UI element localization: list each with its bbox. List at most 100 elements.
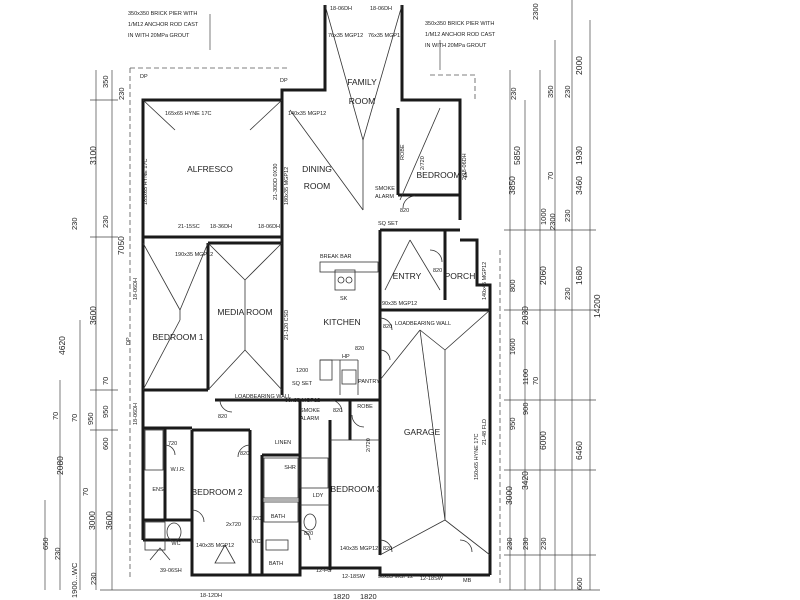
label-robe-b4: ROBE	[400, 144, 406, 160]
dimensions-right: 2300 230 350 230 2000 1930 5850 3460 385…	[504, 3, 602, 590]
room-garage: GARAGE	[404, 427, 441, 437]
label-dp1: DP	[140, 74, 148, 80]
smoke-alarm-2-line2: ALARM	[300, 416, 319, 422]
dim-right-3460: 3460	[574, 176, 584, 195]
label-window-b4: 2/18-06DH	[462, 153, 468, 180]
label-dining-vert: 21-30DD 0X30	[273, 164, 279, 200]
room-bedroom-4: BEDROOM 4	[416, 170, 467, 180]
label-dining-beam: 140x35 MGP12	[288, 111, 326, 117]
dim-left-650: 650	[41, 537, 50, 550]
dim-left-1900-wc: 1900...WC	[70, 562, 79, 598]
label-beam-family-1: 18-06DH	[330, 6, 352, 12]
dim-right-350: 350	[546, 85, 555, 98]
annotation-notes: 350x350 BRICK PIER WITH 1/M12 ANCHOR ROD…	[128, 11, 496, 422]
label-bed3-door: 2/720	[366, 438, 372, 452]
dim-bottom-1820b: 1820	[360, 592, 377, 600]
dim-right-2030: 2030	[520, 306, 530, 325]
label-bottom-w5: 90x35 MGP12	[378, 574, 413, 580]
label-door-720: 720	[168, 441, 177, 447]
dim-right-230b: 230	[563, 85, 572, 98]
dim-left-230a: 230	[117, 87, 126, 100]
label-garage-flo: 21-48 FLD	[482, 419, 488, 445]
room-dining-line1: DINING	[302, 164, 332, 174]
label-door-820g: 820	[383, 546, 392, 552]
label-door-820b: 820	[433, 268, 442, 274]
dim-right-14200: 14200	[592, 294, 602, 318]
room-ensuite: ENS	[152, 487, 164, 493]
dim-right-70a: 70	[546, 172, 555, 180]
dim-bottom-1820a: 1820	[333, 592, 350, 600]
label-door-820a: 820	[400, 208, 409, 214]
dim-left-70b: 70	[70, 414, 79, 422]
dimensions-bottom: 1820 1820	[333, 592, 377, 600]
pier-note-left-1: 350x350 BRICK PIER WITH	[128, 11, 197, 17]
label-bath-door: 720	[252, 516, 261, 522]
dim-left-70d: 70	[81, 488, 90, 496]
pier-note-right-2: 1/M12 ANCHOR ROD CAST	[425, 32, 496, 38]
structural-labels: 18-06DH 18-06DH 76x35 MGP12 76x35 MGP12 …	[126, 6, 488, 599]
room-vic: VIC	[251, 539, 260, 545]
dim-right-950: 950	[508, 417, 517, 430]
smoke-alarm-1-line2: ALARM	[375, 194, 394, 200]
label-bottom-w1: 39-06SH	[160, 568, 182, 574]
dim-right-6460: 6460	[574, 441, 584, 460]
internal-walls	[143, 100, 490, 575]
label-bottom-w4: 12-18SW	[420, 576, 444, 582]
label-hotplate: HP	[342, 354, 350, 360]
room-bedroom-3: BEDROOM 3	[330, 484, 381, 494]
dim-right-1680: 1680	[574, 266, 584, 285]
pier-note-right-3: IN WITH 20MPa GROUT	[425, 43, 487, 49]
label-bottom-w3: 12-18SW	[342, 574, 366, 580]
dim-left-3000: 3000	[87, 511, 97, 530]
label-porch-beam: 140x45 MGP12	[482, 262, 488, 300]
dim-left-350: 350	[101, 75, 110, 88]
room-pantry: PANTRY	[358, 379, 380, 385]
dim-left-230d: 230	[53, 547, 62, 560]
label-dp2: DP	[280, 78, 288, 84]
label-alfresco-beam: 165x65 HYNE 17C	[165, 111, 211, 117]
room-linen: LINEN	[275, 440, 291, 446]
smoke-alarm-2-line1: SMOKE	[300, 408, 320, 414]
dim-left-70a: 70	[101, 377, 110, 385]
dim-right-2300b: 2300	[548, 213, 557, 230]
dim-left-230e: 230	[89, 572, 98, 585]
break-bar-note: BREAK BAR	[320, 254, 352, 260]
smoke-alarm-1-line1: SMOKE	[375, 186, 395, 192]
label-bed2-door: 2x720	[226, 522, 241, 528]
dim-right-1600: 1600	[508, 338, 517, 355]
label-lintel-family-1: 76x35 MGP12	[328, 33, 363, 39]
dim-left-3600a: 3600	[88, 306, 98, 325]
label-dp3: DP	[126, 337, 132, 345]
dim-right-5850: 5850	[512, 146, 522, 165]
room-alfresco: ALFRESCO	[187, 164, 233, 174]
loadbearing-note-1: LOADBEARING WALL	[235, 394, 291, 400]
dim-left-230c: 230	[70, 217, 79, 230]
label-lintel-family-2: 76x35 MGP12	[368, 33, 403, 39]
label-door-820d: 820	[218, 414, 227, 420]
pier-note-right-1: 350x350 BRICK PIER WITH	[425, 21, 494, 27]
label-bed3-window: 140x35 MGP12	[340, 546, 378, 552]
dim-right-1100: 1100	[521, 369, 530, 385]
dimension-lines	[44, 0, 600, 591]
label-door-820f: 820	[333, 408, 342, 414]
label-garage-beam: 150x65 HYNE 17C	[474, 434, 480, 480]
room-bedroom-1: BEDROOM 1	[152, 332, 203, 342]
kitchen-fixtures	[319, 261, 379, 385]
dim-right-230d: 230	[563, 287, 572, 300]
roof-hip-lines	[142, 4, 491, 556]
pier-note-left-2: 1/M12 ANCHOR ROD CAST	[128, 22, 199, 28]
room-bath-small: BATH	[269, 561, 283, 567]
label-door-b4: 2/720	[420, 156, 426, 170]
dim-left-4620: 4620	[57, 336, 67, 355]
dim-right-230g: 230	[539, 537, 548, 550]
label-entry-beam: 90x35 MGP12	[382, 301, 417, 307]
loadbearing-note-2: LOADBEARING WALL	[395, 321, 451, 327]
room-robe-3: ROBE	[357, 404, 373, 410]
dim-right-1930: 1930	[574, 146, 584, 165]
dimensions-left: 350 230 3100 230 7050 3600 4620 230 70 9…	[41, 75, 126, 598]
label-bottom-w2: 18-12DH	[200, 593, 222, 599]
dim-right-230c: 230	[563, 209, 572, 222]
dim-left-230b: 230	[101, 215, 110, 228]
dim-left-600: 600	[101, 437, 110, 450]
